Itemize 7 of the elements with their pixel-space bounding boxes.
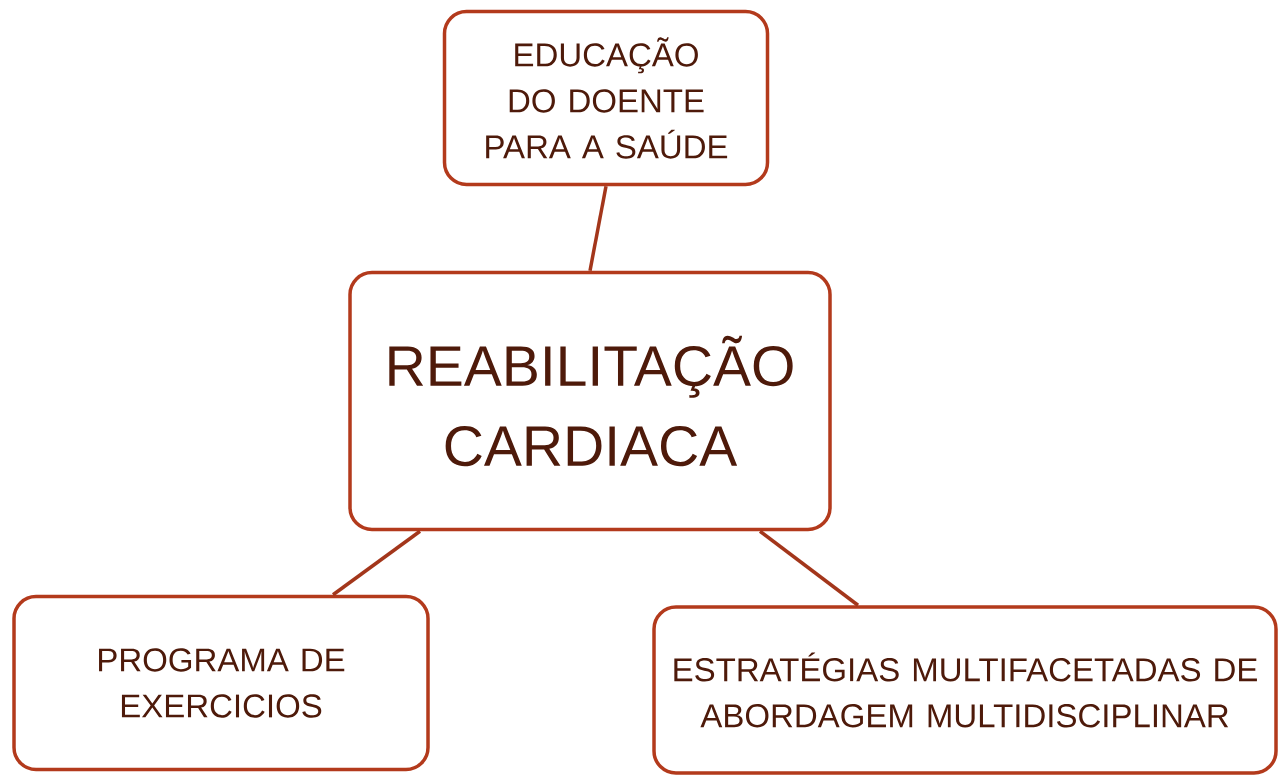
topic-box: EDUCAÇÃO DO DOENTE PARA A SAÚDE [442,9,770,187]
connector-line [332,529,422,597]
central-box: REABILITAÇÃO CARDIACA [348,270,832,532]
topic-box: PROGRAMA DE EXERCICIOS [12,594,430,772]
connector-line [758,529,860,607]
connector-line [588,185,608,272]
topic-box: ESTRATÉGIAS MULTIFACETADAS DE ABORDAGEM MULTIDISCIPLINAR [652,605,1278,775]
